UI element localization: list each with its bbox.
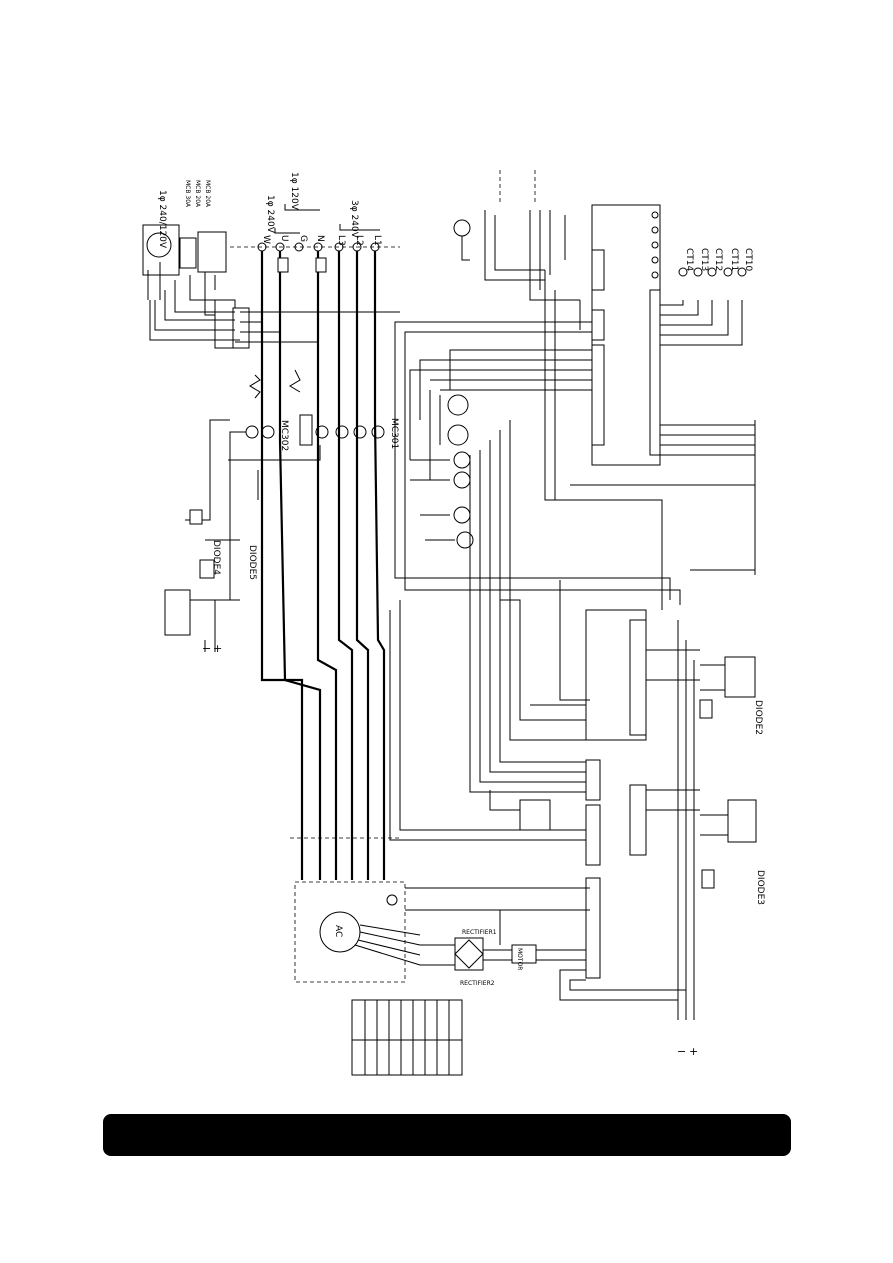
relay-circles xyxy=(410,390,474,549)
diode2-box xyxy=(699,656,756,719)
diode4-label: DIODE4 xyxy=(211,540,221,575)
diode-cluster-left xyxy=(164,509,240,652)
breaker-panel xyxy=(142,224,250,349)
diode5-label: DIODE5 xyxy=(247,545,257,580)
left-plus-label: + xyxy=(213,642,222,655)
rectifier2-label: RECTIFIER2 xyxy=(460,980,495,987)
top-middle-components xyxy=(453,170,580,301)
lower-transformer xyxy=(489,790,551,831)
legend-table xyxy=(351,999,463,1076)
terminal-l2: L2 xyxy=(354,235,364,246)
mcb-a-label: MCB 30A xyxy=(184,180,191,208)
diode3-box xyxy=(700,799,757,889)
single-phase-120-label: 1φ 120V xyxy=(289,172,299,211)
fuse-block-2 xyxy=(315,257,327,273)
terminal-w: W xyxy=(261,235,271,244)
ct12-label: CT12 xyxy=(713,248,723,271)
mcb-b-label: MCB 20A xyxy=(194,180,201,208)
mcb-c-label: MCB 20A xyxy=(204,180,211,208)
supply-label: 1φ 240/120V xyxy=(157,190,167,249)
terminal-g: G xyxy=(298,235,308,242)
control-wire-left-4 xyxy=(228,445,321,461)
main-cables xyxy=(260,251,386,880)
control-wire-left xyxy=(185,419,230,521)
footer-bar xyxy=(103,1114,791,1156)
lower-board xyxy=(585,609,647,979)
contactor-mc301 xyxy=(315,425,385,439)
ct10-label: CT10 xyxy=(743,248,753,272)
right-minus-label: − xyxy=(677,1045,686,1058)
generator-label: AC xyxy=(333,925,343,937)
single-phase-240-label: 1φ 240V xyxy=(265,195,275,234)
fuse-block xyxy=(277,257,289,273)
diode3-label: DIODE3 xyxy=(755,870,765,905)
right-output-lines xyxy=(570,420,756,575)
resistor-2 xyxy=(289,369,301,393)
mc302-label: MC302 xyxy=(279,420,289,451)
rectifier1-label: RECTIFIER1 xyxy=(462,929,497,936)
controller-board xyxy=(591,204,661,466)
ct13-label: CT13 xyxy=(699,248,709,271)
left-minus-label: − xyxy=(202,642,211,655)
right-plus-label: + xyxy=(689,1045,698,1058)
motor-label: MOTOR xyxy=(516,948,523,970)
rectifiers xyxy=(420,937,586,971)
generator-feed xyxy=(405,887,590,945)
battery-output xyxy=(677,620,695,1020)
ct11-label: CT11 xyxy=(729,248,739,271)
terminal-n: N xyxy=(315,235,325,242)
ct14-label: CT14 xyxy=(684,248,694,272)
terminal-l3: L3 xyxy=(336,235,346,246)
three-phase-label: 3φ 240V xyxy=(349,200,359,239)
ct-sensors xyxy=(660,267,747,346)
wire-bundle xyxy=(394,270,681,610)
lower-wires xyxy=(389,420,700,841)
diode2-label: DIODE2 xyxy=(753,700,763,735)
contactor-mc302 xyxy=(240,414,313,446)
terminal-l1: L1 xyxy=(372,235,382,246)
mc301-label: MC301 xyxy=(389,418,399,449)
motor-block xyxy=(511,944,537,964)
resistor-1 xyxy=(249,374,261,399)
generator-block xyxy=(294,881,421,983)
gen-to-output-wire xyxy=(559,969,678,1001)
gen-to-output-wire-2 xyxy=(569,979,686,991)
terminal-u: U xyxy=(279,235,289,242)
